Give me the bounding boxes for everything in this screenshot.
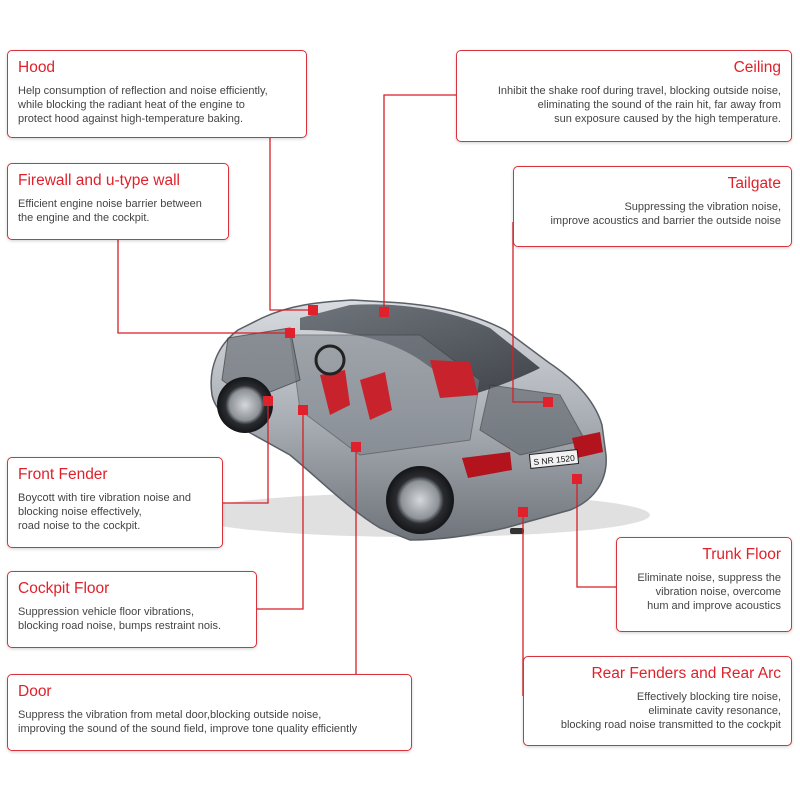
cockpit-floor-desc: Suppression vehicle floor vibrations, bl… xyxy=(18,606,221,632)
callout-trunk-floor: Trunk Floor Eliminate noise, suppress th… xyxy=(616,537,792,632)
leader-tailgate xyxy=(512,222,548,403)
marker-door xyxy=(351,442,361,452)
car-front-wheel xyxy=(217,377,273,433)
leader-trunk-floor xyxy=(576,480,616,588)
leader-ceiling xyxy=(383,94,456,312)
marker-ceiling xyxy=(379,307,389,317)
hood-title: Hood xyxy=(18,59,56,76)
cockpit-floor-title: Cockpit Floor xyxy=(18,580,110,597)
marker-cockpit-floor xyxy=(298,405,308,415)
leader-hood xyxy=(269,138,312,311)
marker-hood xyxy=(308,305,318,315)
ceiling-title: Ceiling xyxy=(733,59,781,76)
marker-front-fender xyxy=(263,396,273,406)
trunk-floor-title: Trunk Floor xyxy=(702,546,781,563)
callout-tailgate: Tailgate Suppressing the vibration noise… xyxy=(513,166,792,247)
rear-fenders-desc: Effectively blocking tire noise, elimina… xyxy=(560,691,781,731)
front-fender-title: Front Fender xyxy=(18,466,108,483)
tailgate-desc: Suppressing the vibration noise, improve… xyxy=(550,201,781,227)
trunk-floor-desc: Eliminate noise, suppress the vibration … xyxy=(637,572,781,612)
callout-front-fender: Front Fender Boycott with tire vibration… xyxy=(7,457,223,548)
car-seat-front-2 xyxy=(360,372,392,420)
marker-rear-fenders xyxy=(518,507,528,517)
car-seat-front xyxy=(320,370,350,415)
firewall-desc: Efficient engine noise barrier between t… xyxy=(18,198,202,224)
marker-trunk-floor xyxy=(572,474,582,484)
leader-cockpit-floor xyxy=(257,412,304,610)
callout-ceiling: Ceiling Inhibit the shake roof during tr… xyxy=(456,50,792,142)
car-seat-rear xyxy=(430,360,478,398)
car-steering-wheel xyxy=(314,344,346,376)
leader-front-fender xyxy=(223,405,269,504)
car-license-plate xyxy=(528,448,580,470)
door-title: Door xyxy=(18,683,52,700)
rear-fenders-title: Rear Fenders and Rear Arc xyxy=(591,665,781,682)
front-fender-desc: Boycott with tire vibration noise and bl… xyxy=(18,492,192,532)
firewall-title: Firewall and u-type wall xyxy=(18,172,180,189)
ceiling-desc: Inhibit the shake roof during travel, bl… xyxy=(497,85,781,125)
callout-cockpit-floor: Cockpit Floor Suppression vehicle floor … xyxy=(7,571,257,648)
tailgate-title: Tailgate xyxy=(727,175,781,192)
leader-firewall xyxy=(117,240,290,334)
car-exhaust xyxy=(510,528,524,534)
car-tail-light-left xyxy=(462,452,512,478)
marker-tailgate xyxy=(543,397,553,407)
callout-firewall: Firewall and u-type wall Efficient engin… xyxy=(7,163,229,240)
callout-hood: Hood Help consumption of reflection and … xyxy=(7,50,307,138)
car-trunk-compartment xyxy=(479,384,586,456)
car-tail-light-right xyxy=(572,432,603,458)
callout-door: Door Suppress the vibration from metal d… xyxy=(7,674,412,751)
hood-desc: Help consumption of reflection and noise… xyxy=(18,85,268,125)
door-desc: Suppress the vibration from metal door,b… xyxy=(18,709,358,735)
callout-rear-fenders: Rear Fenders and Rear Arc Effectively bl… xyxy=(523,656,792,746)
car-license-plate-text: S NR 1520 xyxy=(533,453,576,467)
marker-firewall xyxy=(285,328,295,338)
car-rear-wheel xyxy=(386,466,454,534)
